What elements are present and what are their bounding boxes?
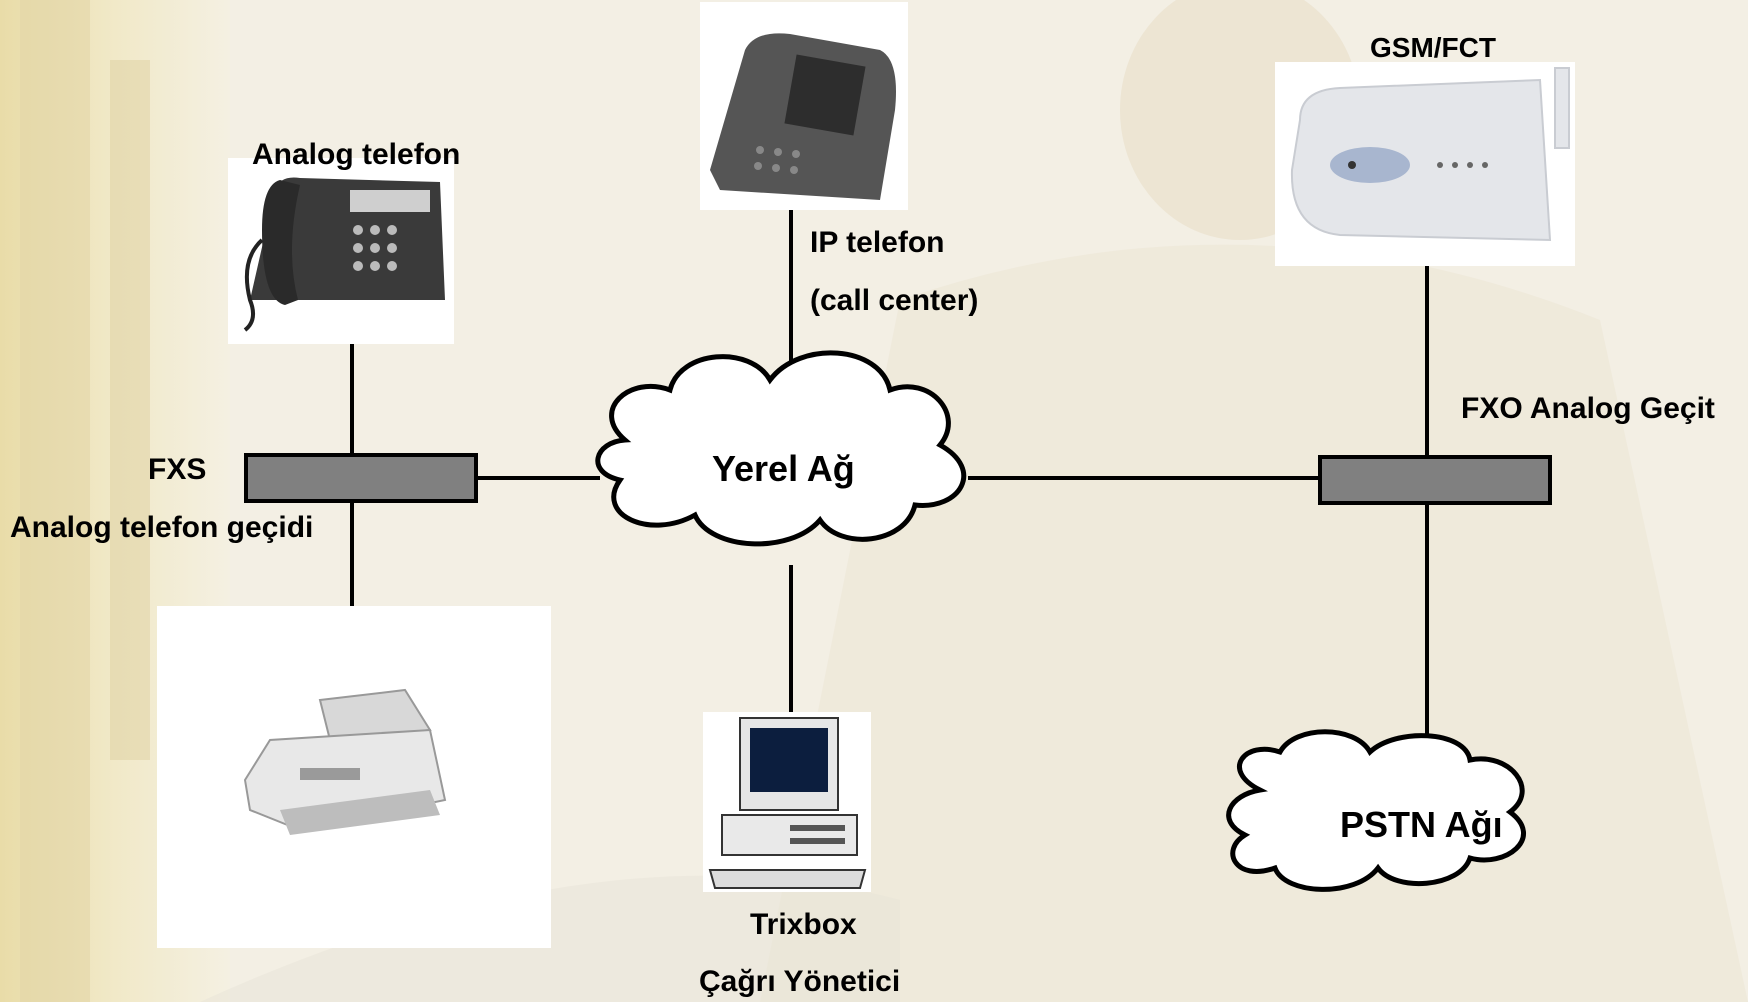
call-manager-label: Çağrı Yönetici xyxy=(699,965,901,998)
analog-phone-label: Analog telefon xyxy=(252,138,461,171)
ip-phone-sublabel: (call center) xyxy=(810,284,979,317)
ip-phone-icon xyxy=(700,2,908,210)
trixbox-label: Trixbox xyxy=(750,908,857,941)
pstn-network-cloud xyxy=(1226,729,1526,892)
ip-phone-label: IP telefon xyxy=(810,226,945,259)
fxo-gateway-box xyxy=(1318,455,1552,505)
fxs-gateway-label: Analog telefon geçidi xyxy=(10,511,314,544)
desk-phone-icon xyxy=(228,158,454,344)
local-network-cloud xyxy=(595,350,967,547)
pstn-network-label: PSTN Ağı xyxy=(1340,804,1503,845)
fxs-gateway-box xyxy=(244,453,478,503)
fxs-label: FXS xyxy=(148,453,207,486)
gsm-fct-label: GSM/FCT xyxy=(1370,32,1496,63)
desktop-computer-icon xyxy=(703,712,871,892)
fxo-gateway-label: FXO Analog Geçit xyxy=(1461,392,1715,425)
fax-machine-icon xyxy=(157,606,551,948)
local-network-label: Yerel Ağ xyxy=(712,448,855,489)
gsm-terminal-icon xyxy=(1275,62,1575,266)
